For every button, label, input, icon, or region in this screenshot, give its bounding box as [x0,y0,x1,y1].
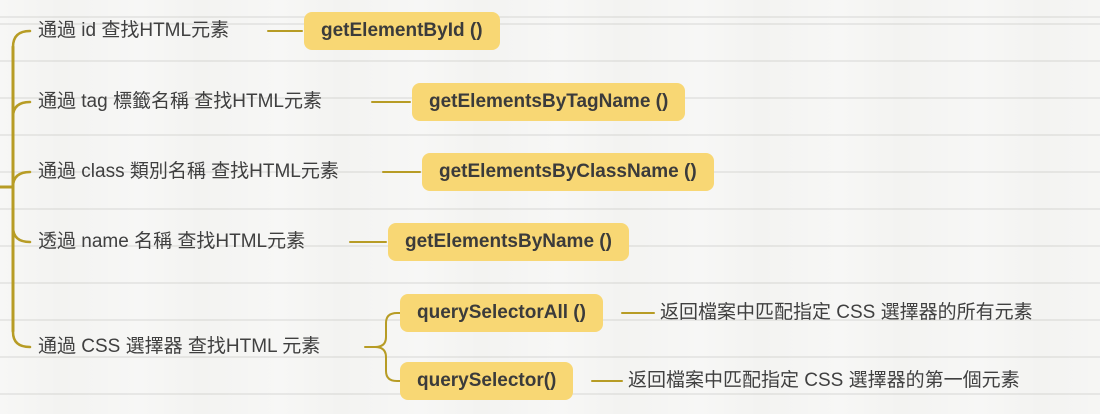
branch-label-by-class[interactable]: 通過 class 類別名稱 查找HTML元素 [38,161,339,182]
branch-curve-3 [11,170,32,189]
branch-label-by-tag[interactable]: 通過 tag 標籤名稱 查找HTML元素 [38,91,322,112]
method-node-query-selector-all[interactable]: querySelectorAll () [400,294,603,332]
bracket-down-curve [374,346,401,382]
description-query-selector[interactable]: 返回檔案中匹配指定 CSS 選擇器的第一個元素 [628,370,1020,391]
method-node-get-elements-by-class-name[interactable]: getElementsByClassName () [422,153,714,191]
branch-label-by-name[interactable]: 透過 name 名稱 查找HTML元素 [38,231,306,252]
method-node-get-elements-by-tag-name[interactable]: getElementsByTagName () [412,83,686,121]
branch-curve-4 [11,225,32,244]
branch-label-by-id[interactable]: 通過 id 查找HTML元素 [38,20,230,41]
branch-curve-5 [11,330,32,349]
description-query-selector-all[interactable]: 返回檔案中匹配指定 CSS 選擇器的所有元素 [660,302,1033,323]
method-node-get-element-by-id[interactable]: getElementById () [304,12,500,50]
bracket-up-curve [374,312,401,348]
branch-curve-2 [11,100,32,119]
method-node-get-elements-by-name[interactable]: getElementsByName () [388,223,629,261]
method-node-query-selector[interactable]: querySelector() [400,362,574,400]
branch-curve-1 [11,29,32,49]
branch-label-by-css-selector[interactable]: 通過 CSS 選擇器 查找HTML 元素 [38,336,321,357]
